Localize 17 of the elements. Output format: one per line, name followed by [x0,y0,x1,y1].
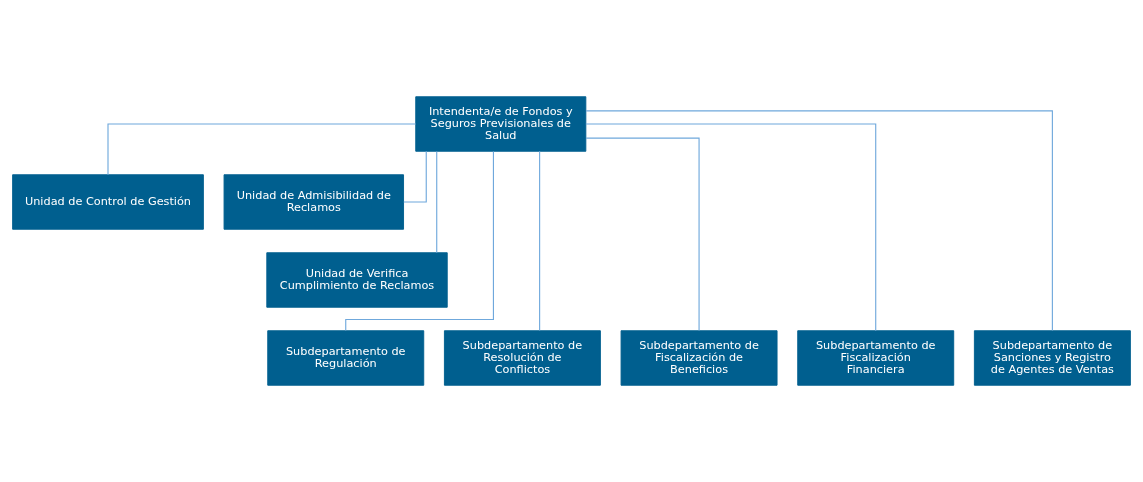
connector [585,123,877,332]
node-box: Subdepartamento de Fiscalización de Beneficios [620,330,778,386]
node-box: Subdepartamento de Regulación [267,330,425,386]
node-box: Unidad de Verifica Cumplimiento de Reclamos [266,252,448,308]
node-box: Intendenta/e de Fondos y Seguros Previsionales de Salud [415,96,587,152]
node-box: Subdepartamento de Resolución de Conflictos [443,330,601,386]
connector [403,150,427,203]
connector [107,123,417,176]
connector [345,151,494,331]
connector [585,137,700,332]
node-box: Unidad de Control de Gestión [12,174,204,230]
node-box: Subdepartamento de Fiscalización Financiera [797,330,955,386]
node-box: Subdepartamento de Sanciones y Registro de Agentes de Ventas [973,330,1131,386]
connector [585,110,1053,332]
connector [539,150,541,332]
node-box: Unidad de Admisibilidad de Reclamos [223,174,404,230]
connector [436,150,438,254]
